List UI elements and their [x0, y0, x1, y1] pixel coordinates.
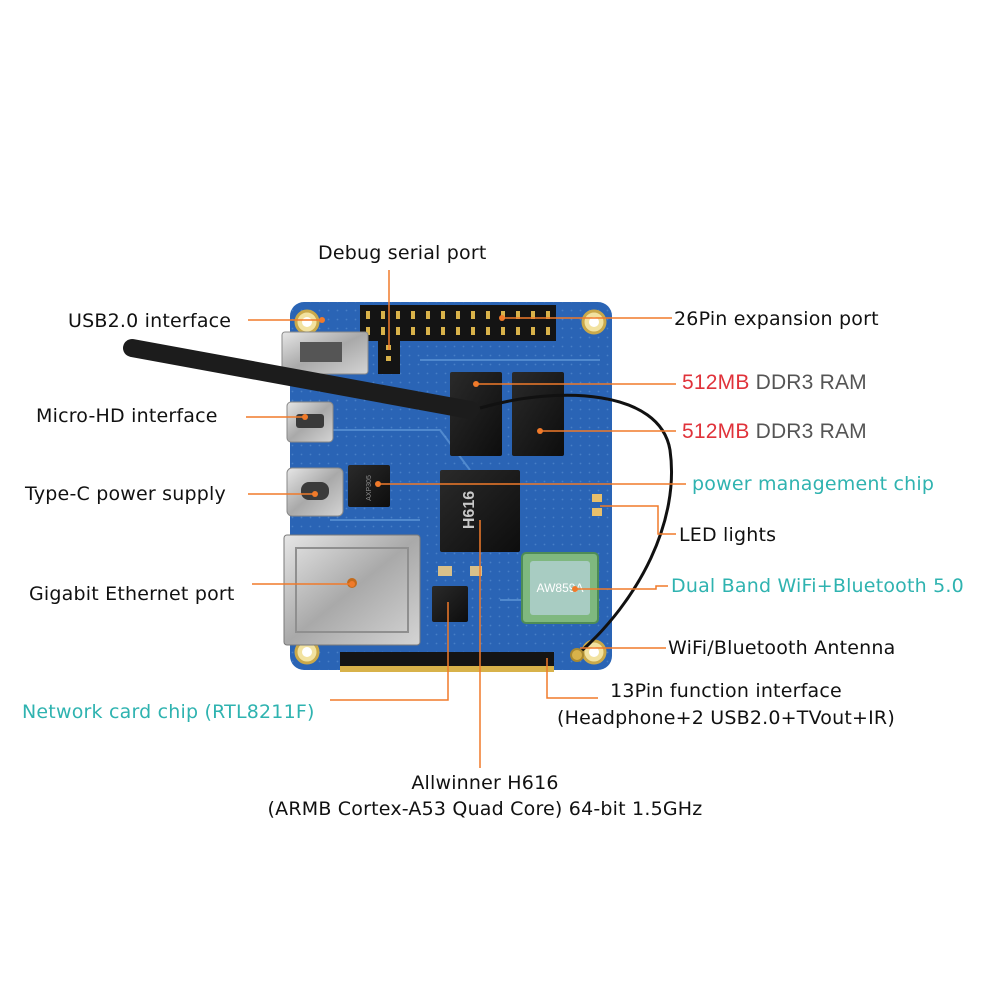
network-chip: [432, 566, 482, 622]
usb2-connector: [281, 331, 369, 375]
label-gigabit-ethernet-port: Gigabit Ethernet port: [29, 583, 235, 605]
callout-lines: [246, 270, 686, 768]
antenna-cable: [123, 339, 673, 662]
wifi-module: AW859A: [521, 552, 599, 624]
label-ram-1-capacity: 512MB: [682, 371, 750, 394]
ethernet-jack: [283, 534, 421, 646]
label-ram-2-capacity: 512MB: [682, 420, 750, 443]
label-power-management-chip: power management chip: [692, 473, 935, 495]
label-network-card-chip: Network card chip (RTL8211F): [22, 701, 315, 723]
pin-header-13: [340, 652, 554, 672]
pmic-chip: AXP305: [348, 465, 390, 507]
label-wifi-bluetooth-antenna: WiFi/Bluetooth Antenna: [668, 637, 896, 659]
pin-header-26: [360, 305, 556, 341]
label-ram-1: 512MB DDR3 RAM: [682, 371, 867, 395]
label-soc-line2: (ARMB Cortex-A53 Quad Core) 64-bit 1.5GH…: [267, 798, 703, 820]
label-wifi-bluetooth: Dual Band WiFi+Bluetooth 5.0: [671, 575, 964, 597]
label-ram-1-type: DDR3 RAM: [749, 371, 867, 394]
label-debug-serial-port: Debug serial port: [318, 242, 487, 264]
label-led-lights: LED lights: [679, 524, 777, 546]
soc-chip: H616: [440, 470, 520, 552]
label-usb2-interface: USB2.0 interface: [68, 310, 232, 332]
led-lights: [592, 494, 602, 516]
label-type-c-power-supply: Type-C power supply: [25, 483, 226, 505]
mounting-holes: [294, 309, 607, 665]
label-ram-2: 512MB DDR3 RAM: [682, 420, 867, 444]
wifi-module-marking: AW859A: [537, 581, 584, 595]
label-13pin-line1: 13Pin function interface: [610, 680, 842, 702]
label-26pin-expansion-port: 26Pin expansion port: [674, 308, 879, 330]
label-soc-line1: Allwinner H616: [411, 772, 559, 794]
pmic-marking: AXP305: [366, 475, 373, 501]
label-ram-2-type: DDR3 RAM: [749, 420, 867, 443]
label-micro-hd-interface: Micro-HD interface: [36, 405, 218, 427]
micro-hd-connector: [286, 401, 334, 443]
label-13pin-line2: (Headphone+2 USB2.0+TVout+IR): [557, 707, 895, 729]
soc-marking: H616: [461, 491, 478, 529]
